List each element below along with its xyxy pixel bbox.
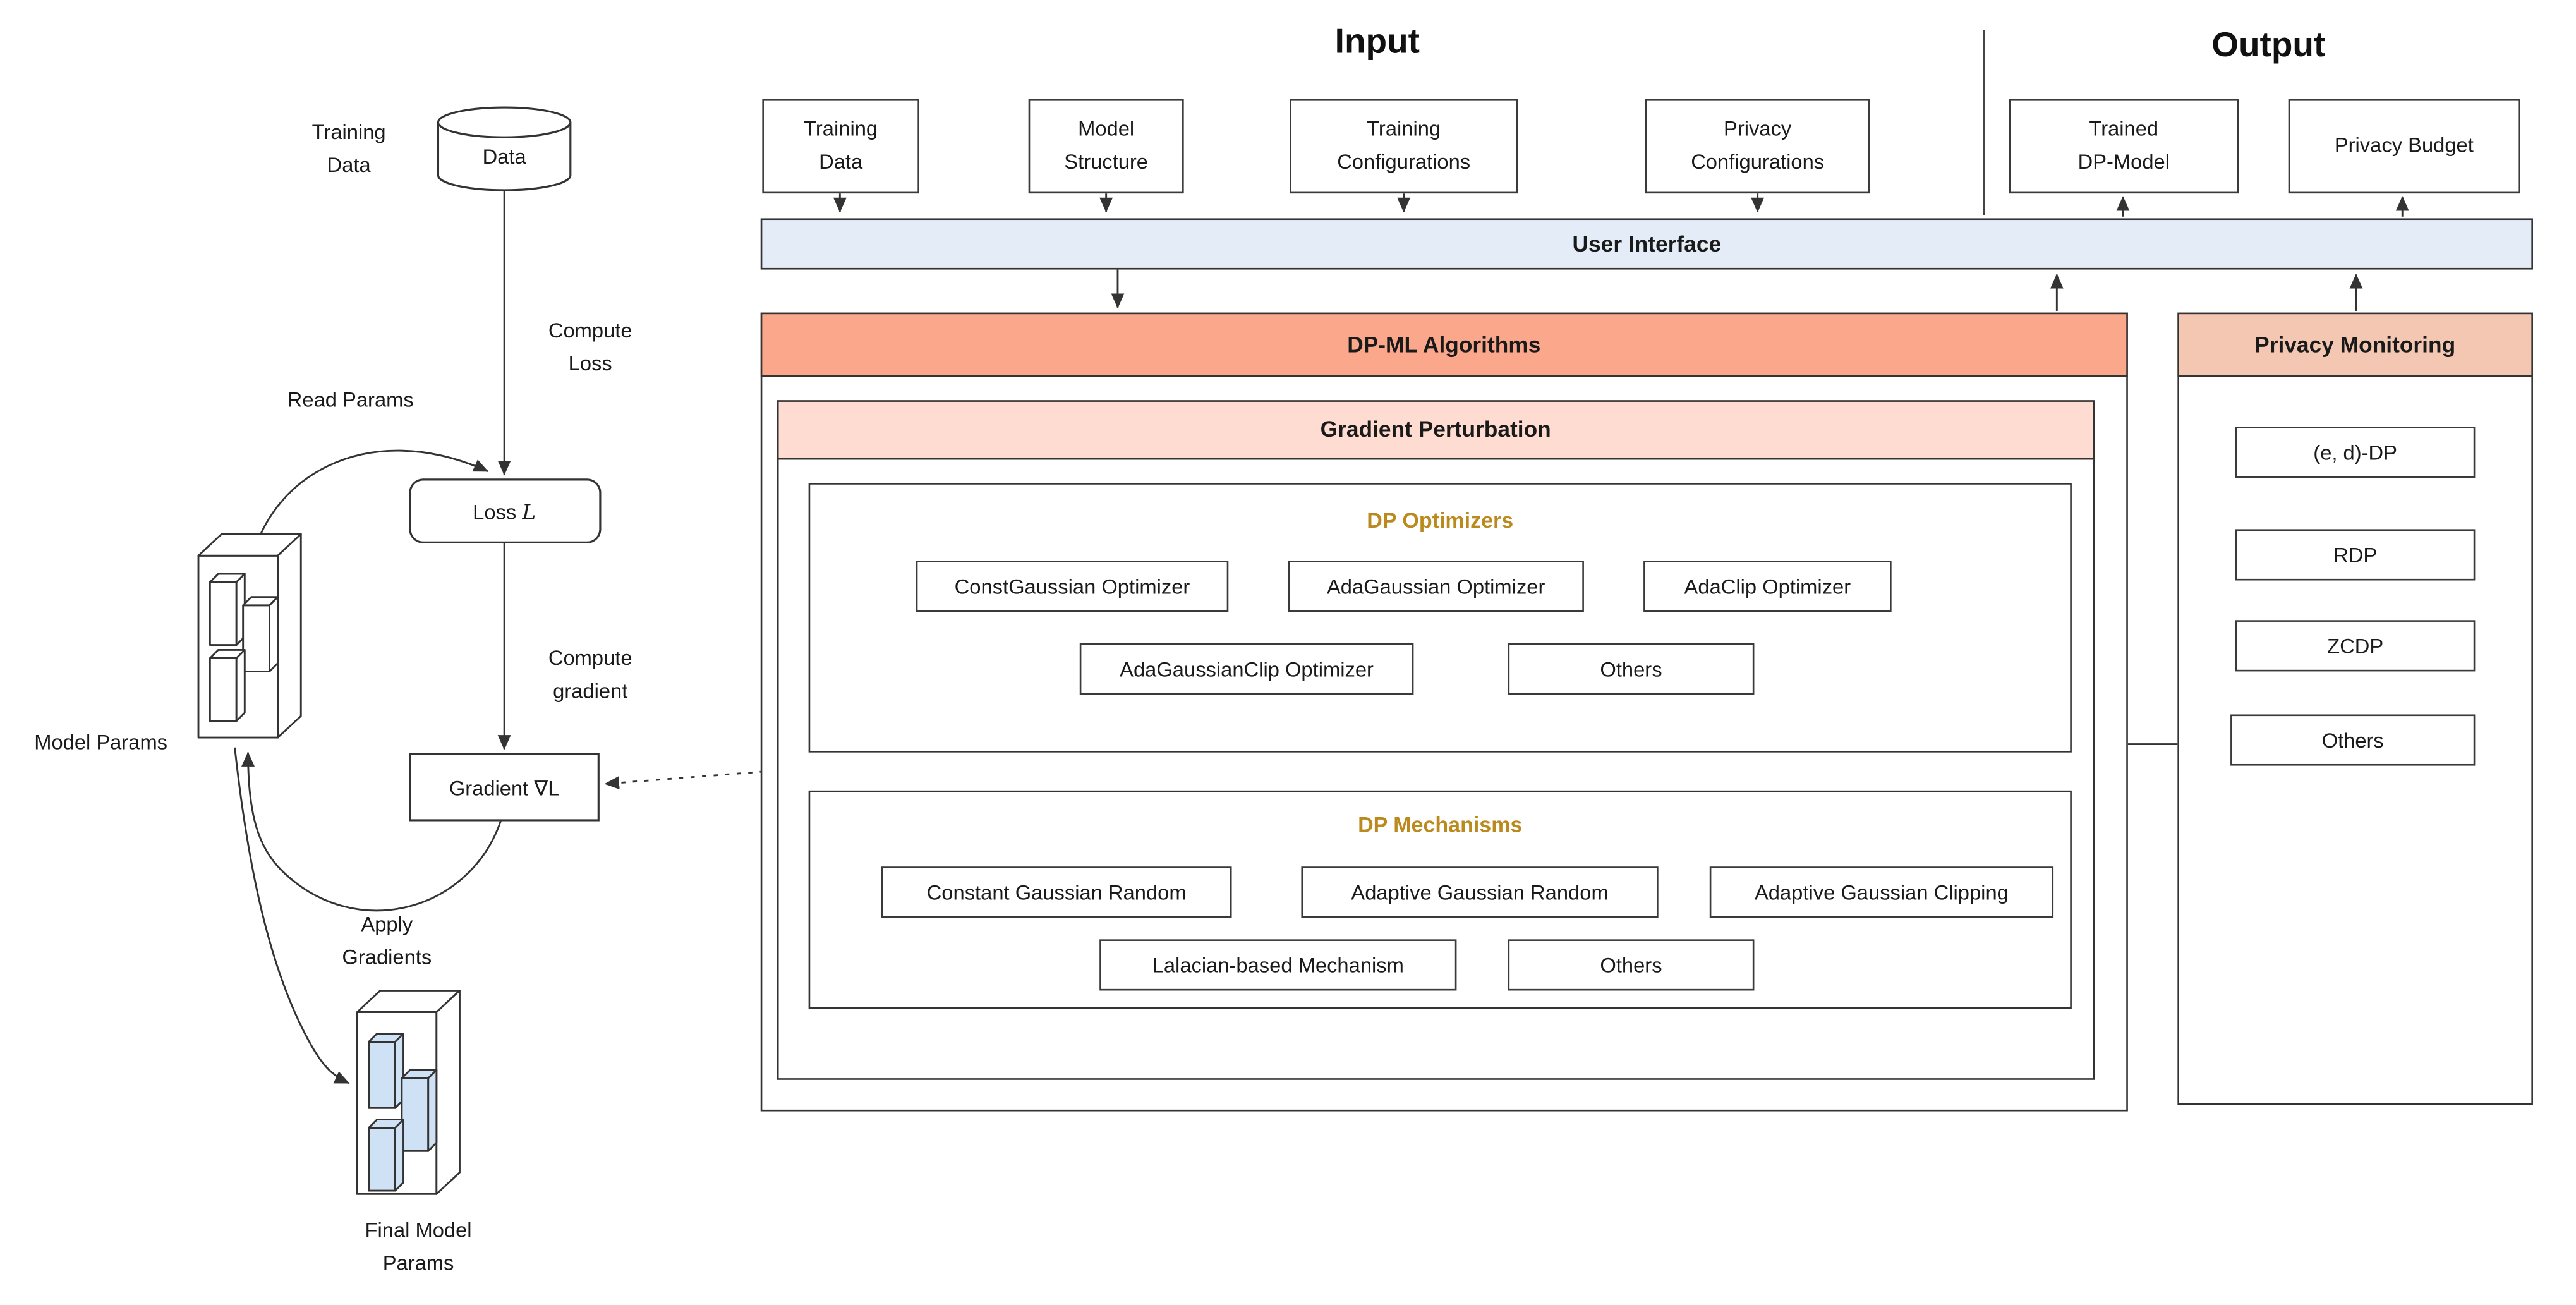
apply-gradients-label: Apply Gradients <box>342 912 432 968</box>
svg-text:Loss: Loss <box>569 351 612 375</box>
final-model-params-label: Final Model Params <box>365 1218 472 1274</box>
final-model-params-icon <box>356 990 461 1195</box>
gradient-perturbation-header: Gradient Perturbation <box>777 399 2095 459</box>
dp-mechanisms-title: DP Mechanisms <box>1358 811 1523 837</box>
mechanism-constant-gaussian: Constant Gaussian Random <box>881 866 1232 918</box>
compute-loss-label: Compute Loss <box>548 319 632 375</box>
dpml-algorithms-header: DP-ML Algorithms <box>760 312 2128 377</box>
to-final-params-arrow <box>234 747 350 1084</box>
mechanism-lalacian-based: Lalacian-based Mechanism <box>1099 939 1457 991</box>
svg-text:Params: Params <box>383 1251 454 1275</box>
perturbation-to-gradient-dotted-arrow <box>604 770 776 790</box>
privacy-monitoring-header: Privacy Monitoring <box>2177 312 2533 377</box>
dp-optimizers-box: DP Optimizers <box>808 483 2072 753</box>
training-data-label: Training Data <box>312 120 386 176</box>
svg-text:Apply: Apply <box>361 912 413 935</box>
svg-text:gradient: gradient <box>553 679 627 702</box>
svg-text:Loss L: Loss L <box>473 501 536 525</box>
monitoring-rdp: RDP <box>2235 529 2476 581</box>
optimizer-adagaussian: AdaGaussian Optimizer <box>1288 561 1584 612</box>
data-cylinder-icon <box>437 106 572 191</box>
gradient-node: Gradient ∇L <box>409 753 600 822</box>
svg-text:Compute: Compute <box>548 646 632 669</box>
output-section-title: Output <box>2211 26 2326 65</box>
svg-text:Gradients: Gradients <box>342 945 432 969</box>
apply-gradients-arrow <box>241 751 502 912</box>
compute-gradient-label: Compute gradient <box>548 646 632 702</box>
svg-text:Training: Training <box>312 120 386 143</box>
model-params-icon <box>197 533 302 739</box>
svg-text:Gradient ∇L: Gradient ∇L <box>449 777 560 800</box>
svg-text:Compute: Compute <box>548 319 632 342</box>
mechanism-adaptive-gaussian-clipping: Adaptive Gaussian Clipping <box>1709 866 2054 918</box>
monitoring-others: Others <box>2230 714 2476 766</box>
mechanism-adaptive-gaussian-random: Adaptive Gaussian Random <box>1301 866 1659 918</box>
monitoring-ed-dp: (e, d)-DP <box>2235 427 2476 478</box>
data-cylinder-label: Data <box>483 145 527 168</box>
loss-node: Loss L <box>409 478 602 543</box>
optimizer-adagaussianclip: AdaGaussianClip Optimizer <box>1079 643 1414 695</box>
optimizer-constgaussian: ConstGaussian Optimizer <box>916 561 1229 612</box>
mechanism-others: Others <box>1508 939 1755 991</box>
read-params-label: Read Params <box>287 388 414 411</box>
svg-text:Data: Data <box>327 153 372 176</box>
user-interface-bar: User Interface <box>760 218 2533 270</box>
svg-text:Final Model: Final Model <box>365 1218 472 1241</box>
optimizer-adaclip: AdaClip Optimizer <box>1643 561 1892 612</box>
model-params-label: Model Params <box>34 730 167 753</box>
output-box-privacy-budget: Privacy Budget <box>2288 99 2520 194</box>
optimizer-others: Others <box>1508 643 1755 695</box>
input-section-title: Input <box>1334 23 1420 61</box>
monitoring-zcdp: ZCDP <box>2235 620 2476 672</box>
dp-optimizers-title: DP Optimizers <box>1367 507 1514 533</box>
